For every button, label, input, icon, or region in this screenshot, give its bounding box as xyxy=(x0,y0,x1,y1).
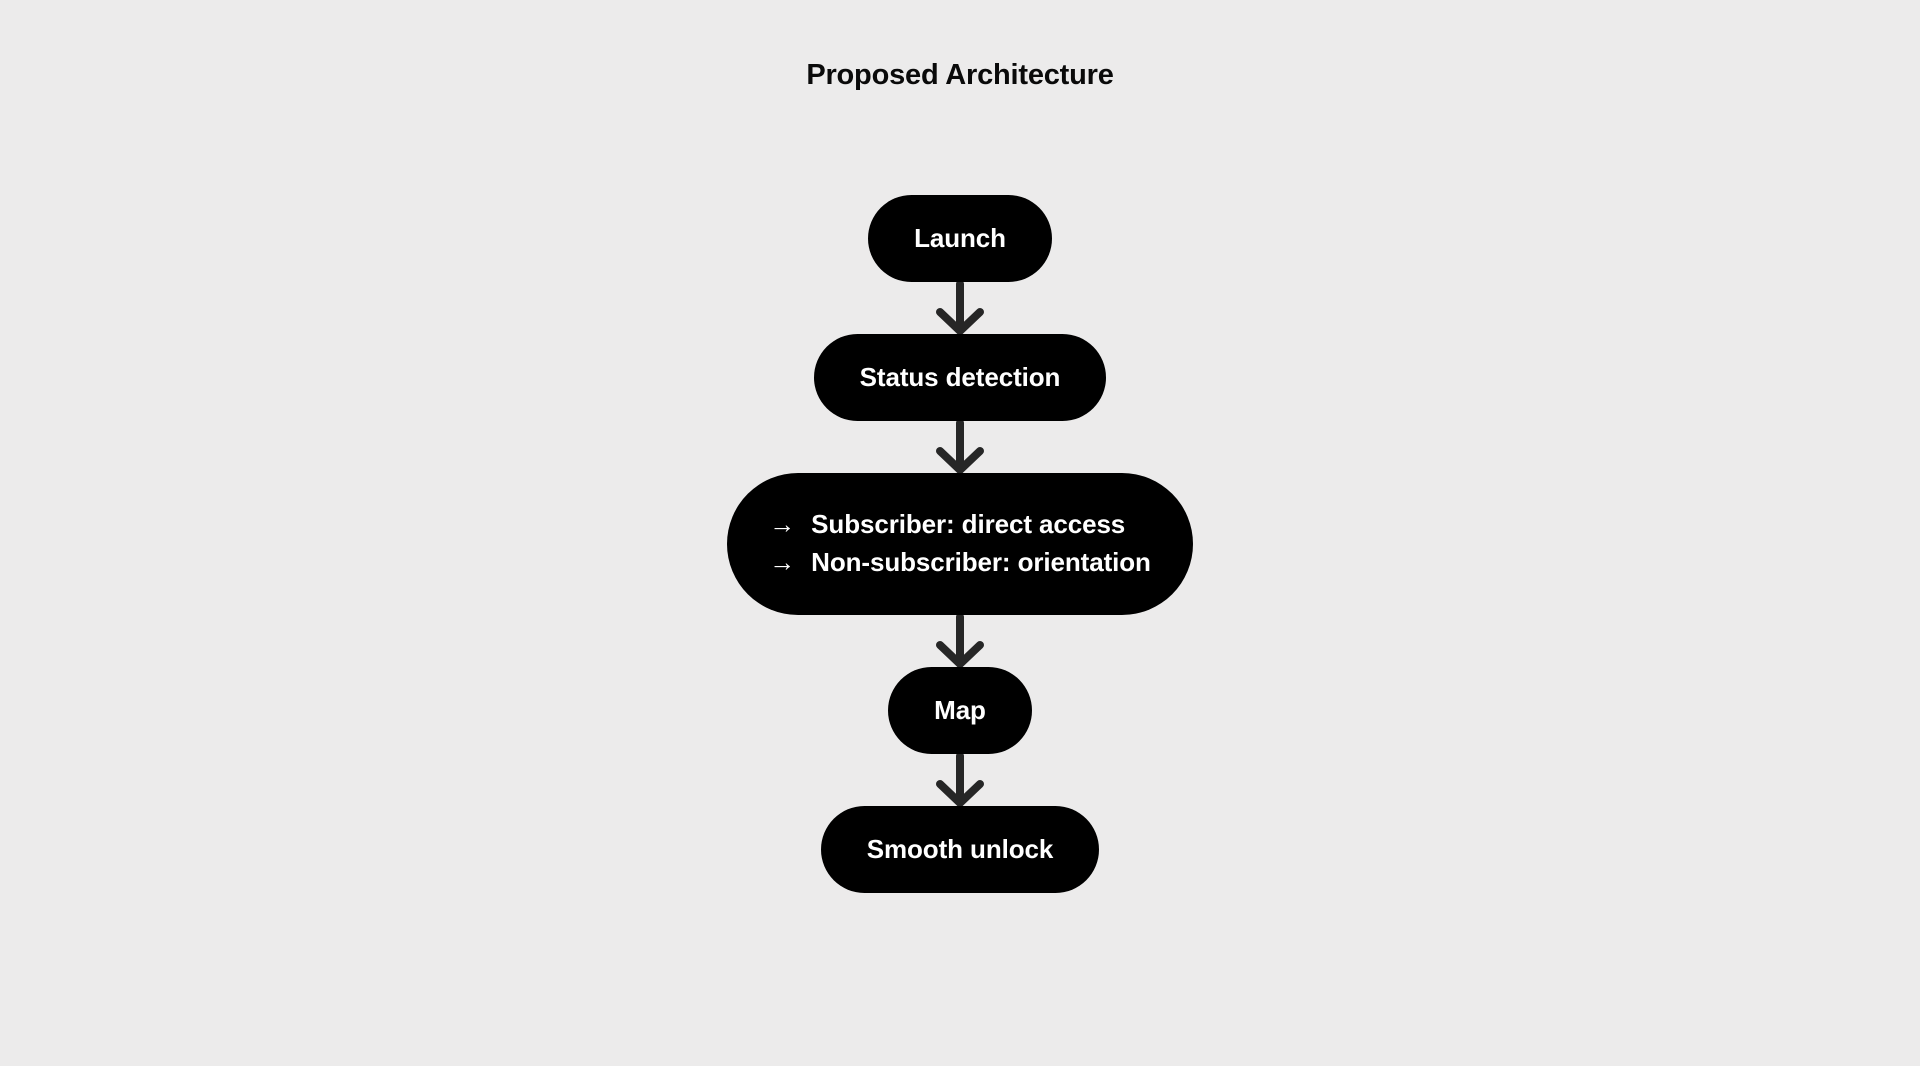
arrow-down-icon xyxy=(932,754,988,806)
flow-node-map[interactable]: Map xyxy=(888,667,1032,754)
flow-node-line-text: Subscriber: direct access xyxy=(811,509,1126,540)
flow-node-smooth-unlock[interactable]: Smooth unlock xyxy=(820,806,1100,893)
flow-node-line: → Subscriber: direct access xyxy=(769,509,1126,540)
page-title: Proposed Architecture xyxy=(806,59,1114,91)
arrow-down-icon xyxy=(932,615,988,667)
flow-node-line: → Non-subscriber: orientation xyxy=(769,547,1151,578)
flow-node-status-detection[interactable]: Status detection xyxy=(813,334,1107,421)
flow-node-branching[interactable]: → Subscriber: direct access → Non-subscr… xyxy=(727,473,1193,615)
flow-node-label: Status detection xyxy=(859,361,1061,392)
flow-node-label: Map xyxy=(934,694,986,725)
flow-node-launch[interactable]: Launch xyxy=(868,195,1052,282)
arrow-right-icon: → xyxy=(769,509,796,540)
flow-node-line-text: Non-subscriber: orientation xyxy=(811,547,1151,577)
flow-node-label: Launch xyxy=(914,222,1006,253)
arrow-right-icon: → xyxy=(769,547,796,577)
flow-node-label: Smooth unlock xyxy=(866,833,1054,864)
arrow-down-icon xyxy=(932,282,988,334)
flowchart: Launch Status detection → Subscriber: di… xyxy=(0,195,1920,893)
arrow-down-icon xyxy=(932,421,988,473)
